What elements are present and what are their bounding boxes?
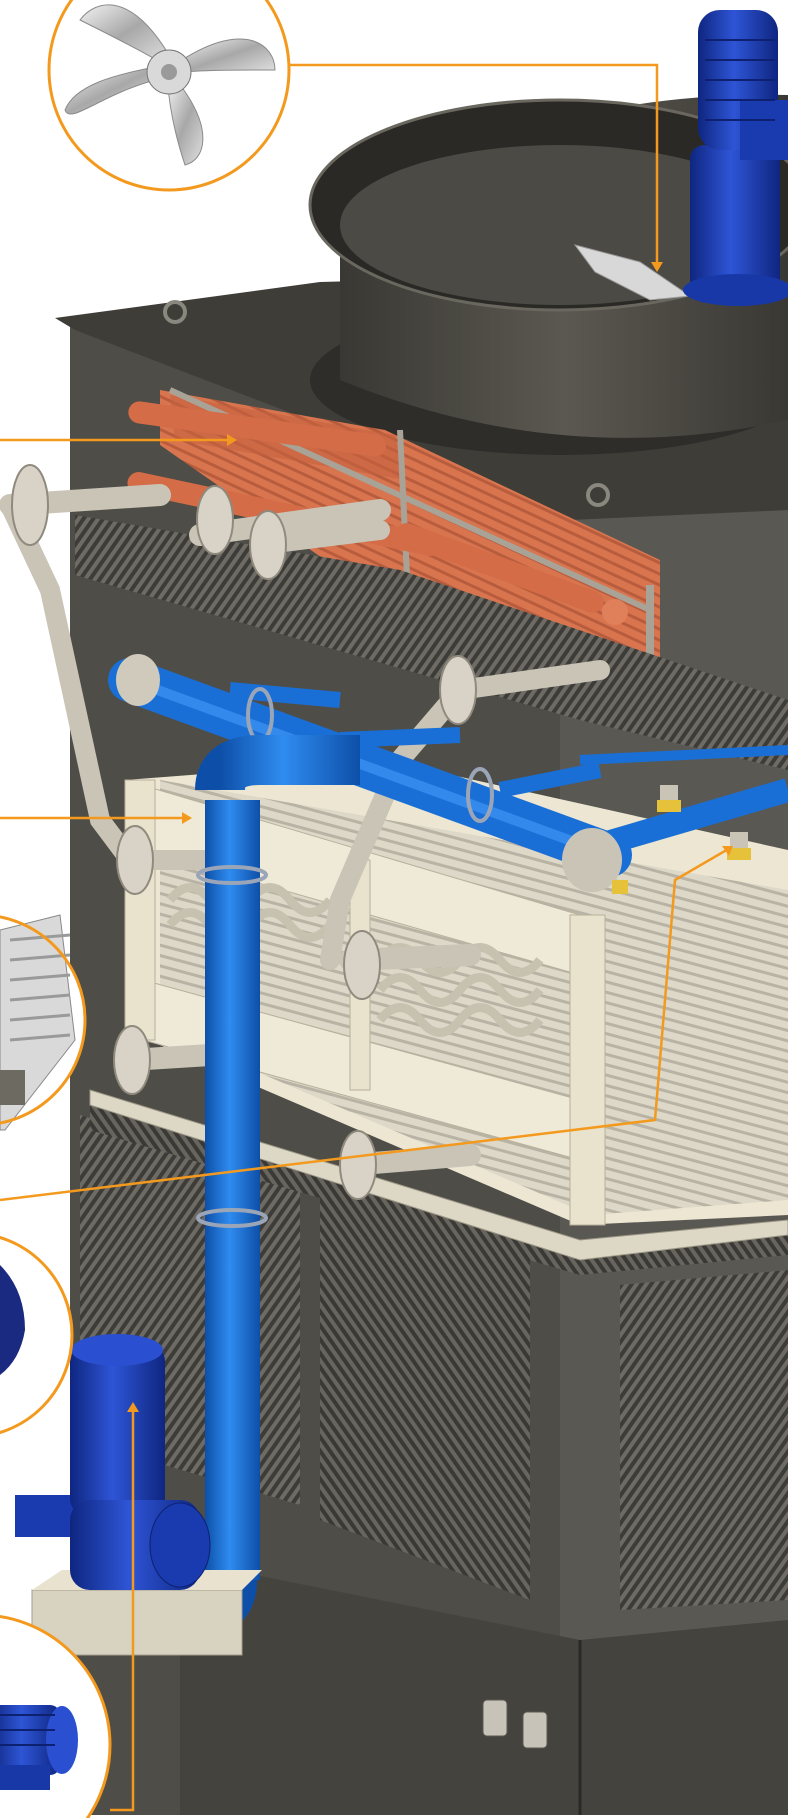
basin [180,1560,788,1815]
spray-nozzle [612,785,751,894]
air-inlet-louver [620,1270,788,1610]
leader-arrowheads [127,262,733,1412]
drain-port [482,1699,508,1737]
water-distribution-pipe [108,654,788,892]
callout-fan-detail [47,0,291,192]
leader-spray-nozzle [0,846,731,1202]
drift-eliminator [75,515,788,770]
fan-blade [573,244,692,301]
lifting-eye [586,483,610,507]
callout-leader-lines [0,63,731,1812]
air-inlet-louver [320,1185,530,1600]
circulation-pump [15,1334,262,1656]
leader-pump-motor [110,1405,135,1812]
fan-motor [683,10,788,306]
pipe-clamp [196,865,268,885]
pipe-clamp [196,1208,268,1228]
motor-icon [0,1705,78,1790]
pipe-flange [11,464,477,1200]
callout-pump-detail [0,1235,74,1435]
lifting-eye [163,300,187,324]
mesh-strip [90,1100,788,1275]
leader-fan-motor [289,63,659,270]
callout-motor-detail [0,1615,112,1818]
fan-shroud-inner [340,145,780,305]
fan-blade-icon [64,4,276,166]
drain-port [522,1711,548,1749]
callout-coil-detail [0,914,87,1131]
